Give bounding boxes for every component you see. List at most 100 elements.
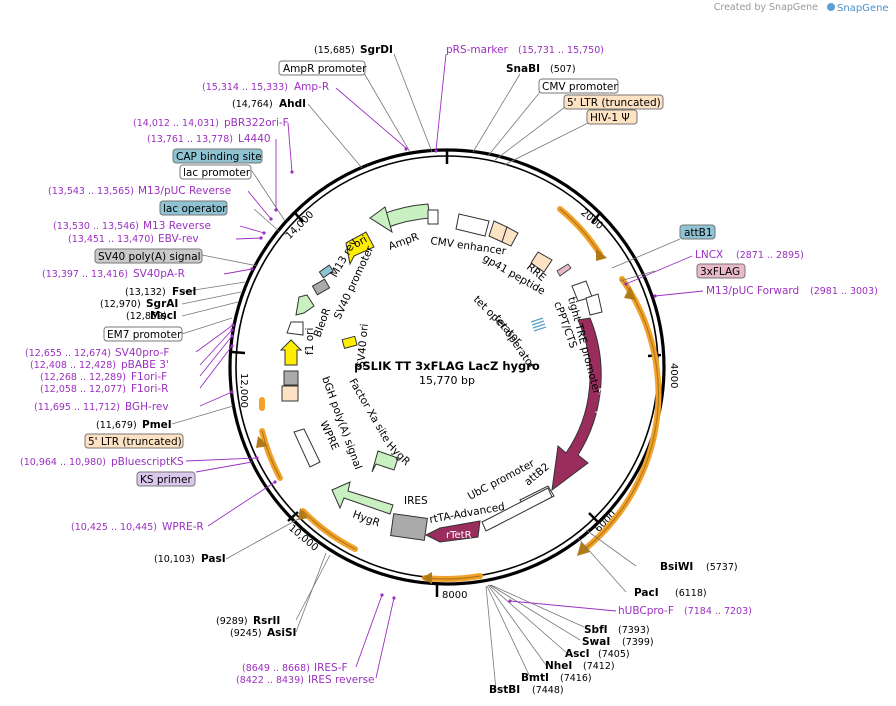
sv40polya-box [94, 248, 203, 264]
ampr-arrowhead [369, 206, 393, 234]
f1ori-arrow [279, 339, 303, 366]
ampr-white-block [427, 209, 439, 225]
ori-label: ori [352, 233, 370, 250]
pbabe-label: pBABE 3' [121, 359, 169, 371]
asci-coord: (7405) [598, 649, 630, 660]
gp41-box [530, 251, 553, 273]
fsei-label: FseI [172, 286, 196, 298]
f1ori-gray [283, 370, 299, 386]
bsiwi-coord: (5737) [706, 562, 738, 573]
sv40-white [286, 321, 304, 336]
attb1-box [679, 224, 716, 240]
sv40prof-coord: (12,655 .. 12,674) [25, 348, 111, 359]
factorxa-label: Factor Xa site [346, 377, 392, 445]
sv40par-coord: (13,397 .. 13,416) [42, 269, 128, 280]
rtetr-label: rTetR [446, 530, 472, 541]
f1orir-label: F1ori-R [131, 383, 168, 395]
iresf-label: IRES-F [314, 662, 348, 674]
ires-box [390, 513, 428, 541]
lac-operator-label: lac operator [163, 203, 227, 215]
bmti-label: BmtI [521, 672, 549, 684]
tick-label-4000: 4000 [668, 363, 679, 388]
m13puc-fwd-label: M13/pUC Forward [706, 285, 799, 297]
bmti-coord: (7416) [560, 673, 592, 684]
cmv-enhancer-box [455, 213, 490, 237]
em7-box [103, 326, 183, 342]
rsrii-label: RsrII [253, 615, 280, 627]
ks-primer-label: KS primer [140, 474, 192, 486]
lacz-label: LacZ [593, 387, 610, 416]
ltr-top-label: 5' LTR (truncated) [567, 97, 661, 109]
ltr-left-box [84, 433, 184, 449]
msci-coord: (12,859) [126, 311, 167, 322]
hygr-inner-arrow [371, 450, 399, 473]
em7-label: EM7 promoter [107, 329, 182, 341]
hubcpro-label: hUBCpro-F [618, 605, 674, 617]
sgrai-label: SgrAI [146, 298, 178, 310]
hiv1-label: HIV-1 Ψ [590, 112, 630, 124]
swai-coord: (7399) [622, 637, 654, 648]
hygr-outer-label: HygR [351, 509, 381, 530]
bleor-arrow [295, 294, 315, 316]
sgrai-coord: (12,970) [100, 299, 141, 310]
bstbi-coord: (7448) [532, 685, 564, 696]
ahdi-coord: (14,764) [232, 99, 273, 110]
prs-marker-coord: (15,731 .. 15,750) [518, 45, 604, 56]
iresf-coord: (8649 .. 8668) [242, 663, 310, 674]
sv40ori-inner-label: SV40 ori [355, 323, 371, 368]
asisi-label: AsiSI [267, 627, 296, 639]
lac-promoter-box [179, 164, 252, 180]
ks-primer-box [136, 471, 196, 487]
flag-box [696, 263, 746, 279]
l4440-label: L4440 [238, 133, 271, 145]
pbluescript-label: pBluescriptKS [111, 456, 184, 468]
m13rev-blue [318, 264, 334, 279]
sv40prof-label: SV40pro-F [115, 347, 169, 359]
cap-site-box [172, 148, 263, 164]
rsrii-coord: (9289) [216, 616, 248, 627]
sgrdi-coord: (15,685) [314, 45, 355, 56]
hygr-outer-arrow [331, 481, 394, 515]
f1orir-coord: (12,058 .. 12,077) [40, 384, 126, 395]
m13puc-rev-label: M13/pUC Reverse [138, 185, 231, 197]
tick-label-8000: 8000 [442, 590, 467, 601]
m13puc-rev-coord: (13,543 .. 13,565) [48, 186, 134, 197]
snabi-label: SnaBI [506, 63, 540, 75]
pbluescript-coord: (10,964 .. 10,980) [20, 457, 106, 468]
rre-box-2 [501, 226, 519, 247]
pbabe-coord: (12,408 .. 12,428) [30, 360, 116, 371]
hubcpro-coord: (7184 .. 7203) [684, 606, 752, 617]
leader-lines [171, 53, 681, 691]
primer-leader-lines [185, 53, 704, 679]
bsiwi-label: BsiWI [660, 561, 693, 573]
primer-arrowheads [256, 248, 636, 584]
tick-label-14000: 14,000 [284, 209, 317, 242]
plasmid-size: 15,770 bp [419, 374, 475, 387]
pasi-coord: (10,103) [154, 554, 195, 565]
rtetr-arrow [424, 520, 481, 543]
pmei-coord: (11,679) [96, 420, 137, 431]
tick-label-12000: 12,000 [238, 373, 249, 408]
cmv-promoter-box [538, 78, 619, 94]
plasmid-name: pSLIK TT 3xFLAG LacZ hygro [354, 359, 540, 373]
iresrev-label: IRES reverse [308, 674, 375, 686]
sv40ori-yellow [341, 335, 358, 349]
pmei-label: PmeI [142, 419, 172, 431]
f1ori-inner-label: f1 ori [304, 328, 316, 355]
ampr-coord: (15,314 .. 15,333) [202, 82, 288, 93]
sbfi-coord: (7393) [618, 625, 650, 636]
f1orif-coord: (12,268 .. 12,289) [40, 372, 126, 383]
bstbi-label: BstBI [489, 684, 520, 696]
prs-marker-label: pRS-marker [446, 44, 509, 56]
nhei-label: NheI [545, 660, 572, 672]
asisi-coord: (9245) [230, 628, 262, 639]
nhei-coord: (7412) [583, 661, 615, 672]
flag-label: 3xFLAG [700, 266, 740, 278]
ahdi-label: AhdI [279, 98, 306, 110]
tet-operator-marks [530, 317, 547, 332]
ebvrev-coord: (13,451 .. 13,470) [68, 234, 154, 245]
paci-coord: (6118) [675, 588, 707, 599]
f1orif-label: F1ori-F [131, 371, 167, 383]
ampr-promoter-box [278, 60, 366, 76]
